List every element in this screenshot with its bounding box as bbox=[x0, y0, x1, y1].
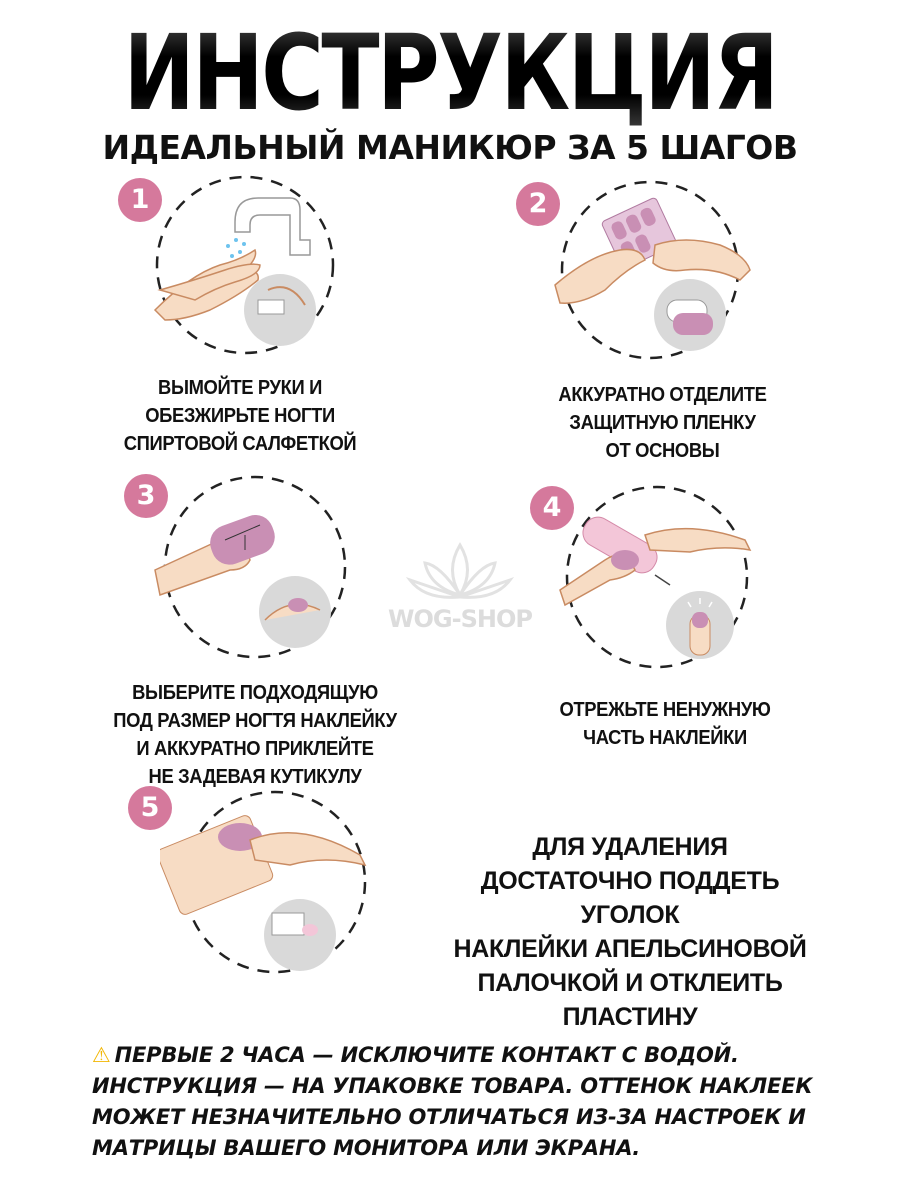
step-3-caption: ВЫБЕРИТЕ ПОДХОДЯЩУЮ ПОД РАЗМЕР НОГТЯ НАК… bbox=[113, 682, 397, 788]
step-1-hands-washing-image bbox=[153, 175, 335, 355]
watermark: WOG-SHOP bbox=[380, 535, 540, 645]
lotus-icon bbox=[405, 542, 515, 599]
step-1-badge: 1 bbox=[118, 178, 162, 222]
removal-instructions: ДЛЯ УДАЛЕНИЯ ДОСТАТОЧНО ПОДДЕТЬ УГОЛОК Н… bbox=[453, 833, 807, 1031]
page-title: ИНСТРУКЦИЯ bbox=[81, 18, 819, 128]
step-2-peel-film-image bbox=[554, 180, 751, 360]
step-2-illustration bbox=[545, 175, 755, 365]
step-5-badge: 5 bbox=[128, 786, 172, 830]
step-5-finished-nail-image bbox=[156, 790, 367, 974]
step-1-illustration bbox=[140, 170, 350, 360]
watermark-text: WOG-SHOP bbox=[388, 605, 533, 633]
page-subtitle: ИДЕАЛЬНЫЙ МАНИКЮР ЗА 5 ШАГОВ bbox=[102, 128, 798, 167]
footer-note: ⚠ПЕРВЫЕ 2 ЧАСА — ИСКЛЮЧИТЕ КОНТАКТ С ВОД… bbox=[92, 1040, 852, 1164]
warning-icon: ⚠ bbox=[92, 1043, 111, 1067]
step-4-illustration bbox=[550, 480, 765, 675]
step-3-illustration bbox=[150, 470, 360, 665]
step-2-caption: АККУРАТНО ОТДЕЛИТЕ ЗАЩИТНУЮ ПЛЕНКУ ОТ ОС… bbox=[558, 384, 767, 462]
step-3-badge: 3 bbox=[124, 474, 168, 518]
step-1-caption: ВЫМОЙТЕ РУКИ И ОБЕЗЖИРЬТЕ НОГТИ СПИРТОВО… bbox=[123, 377, 357, 455]
step-4-caption: ОТРЕЖЬТЕ НЕНУЖНУЮ ЧАСТЬ НАКЛЕЙКИ bbox=[559, 699, 771, 749]
step-4-badge: 4 bbox=[530, 486, 574, 530]
step-5-illustration bbox=[156, 785, 380, 980]
step-2-badge: 2 bbox=[516, 182, 560, 226]
step-4-trim-sticker-image bbox=[559, 485, 752, 669]
footer-text: ПЕРВЫЕ 2 ЧАСА — ИСКЛЮЧИТЕ КОНТАКТ С ВОДО… bbox=[92, 1043, 813, 1160]
step-3-apply-sticker-image bbox=[154, 475, 347, 659]
